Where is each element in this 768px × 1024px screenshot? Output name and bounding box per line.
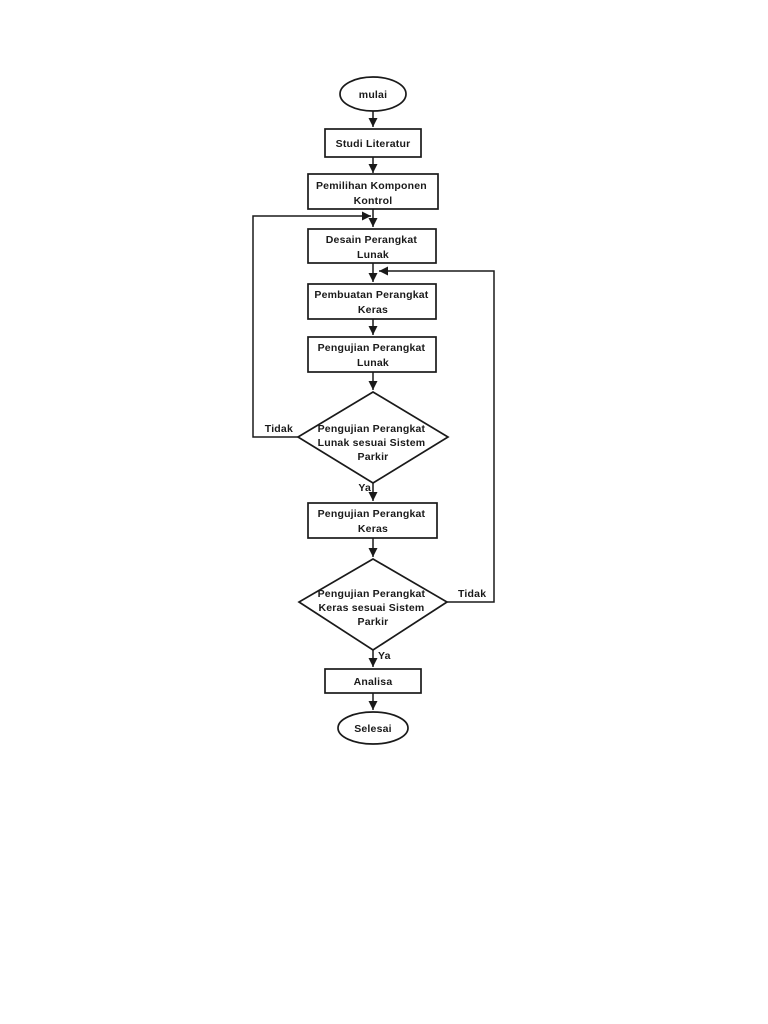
node-label: Pemilihan Komponen Kontrol <box>316 180 430 207</box>
node-label-line: Lunak sesuai Sistem <box>318 437 426 449</box>
node-label: Pembuatan Perangkat Keras <box>314 289 431 316</box>
node-label: Desain Perangkat Lunak <box>326 234 420 261</box>
node-label-line: Pengujian Perangkat <box>318 508 426 520</box>
node-label-line: Pengujian Perangkat <box>318 342 426 354</box>
node-label-line: Keras <box>358 304 388 316</box>
node-label-line: Keras <box>358 523 388 535</box>
node-decision-pengujian-lunak: Pengujian Perangkat Lunak sesuai Sistem … <box>296 391 450 484</box>
node-label: Pengujian Perangkat Keras sesuai Sistem … <box>318 588 429 628</box>
node-label: Pengujian Perangkat Lunak sesuai Sistem … <box>318 423 429 463</box>
node-label-line: Lunak <box>357 357 389 369</box>
node-label-line: Kontrol <box>354 195 393 207</box>
node-decision-pengujian-keras: Pengujian Perangkat Keras sesuai Sistem … <box>297 558 449 652</box>
edge-label-tidak-left: Tidak <box>265 423 293 435</box>
node-desain-perangkat-lunak: Desain Perangkat Lunak <box>307 228 437 264</box>
node-label-line: Pengujian Perangkat <box>318 588 426 600</box>
decision-diamond <box>296 391 450 484</box>
loop-tidak-right <box>379 266 495 603</box>
node-analisa: Analisa <box>324 668 422 694</box>
node-start: mulai <box>339 76 407 112</box>
node-label: Pengujian Perangkat Keras <box>318 508 429 535</box>
process-box <box>307 173 439 210</box>
flow-connectors <box>252 111 495 710</box>
edge-labels: Tidak Ya Tidak Ya <box>265 423 486 662</box>
edge-label-ya-bottom: Ya <box>378 650 391 662</box>
edge-label-tidak-right: Tidak <box>458 588 486 600</box>
node-pengujian-perangkat-keras: Pengujian Perangkat Keras <box>307 502 438 539</box>
process-box <box>307 283 437 320</box>
node-label-line: Desain Perangkat <box>326 234 418 246</box>
node-label-line: Keras sesuai Sistem <box>318 602 424 614</box>
node-label-line: Pemilihan Komponen <box>316 180 427 192</box>
process-box <box>324 668 422 694</box>
node-pembuatan-perangkat-keras: Pembuatan Perangkat Keras <box>307 283 437 320</box>
node-studi-literatur: Studi Literatur <box>324 128 422 158</box>
edge-label-ya-top: Ya <box>358 482 371 494</box>
node-label-line: Parkir <box>358 616 389 628</box>
terminator-ellipse <box>339 76 407 112</box>
decision-diamond <box>297 558 449 652</box>
node-label: Studi Literatur <box>336 138 411 150</box>
node-label-line: Parkir <box>358 451 389 463</box>
loop-tidak-left <box>252 211 371 438</box>
node-label-line: Pengujian Perangkat <box>318 423 426 435</box>
node-label: mulai <box>359 89 387 101</box>
process-box <box>307 228 437 264</box>
process-box <box>307 502 438 539</box>
node-pengujian-perangkat-lunak: Pengujian Perangkat Lunak <box>307 336 437 373</box>
process-box <box>324 128 422 158</box>
process-box <box>307 336 437 373</box>
node-label-line: Pembuatan Perangkat <box>314 289 428 301</box>
terminator-ellipse <box>337 711 409 745</box>
node-label: Selesai <box>354 723 392 735</box>
node-pemilihan-komponen: Pemilihan Komponen Kontrol <box>307 173 439 210</box>
node-label: Analisa <box>354 676 393 688</box>
node-label: Pengujian Perangkat Lunak <box>318 342 429 369</box>
node-label-line: Lunak <box>357 249 389 261</box>
node-end: Selesai <box>337 711 409 745</box>
